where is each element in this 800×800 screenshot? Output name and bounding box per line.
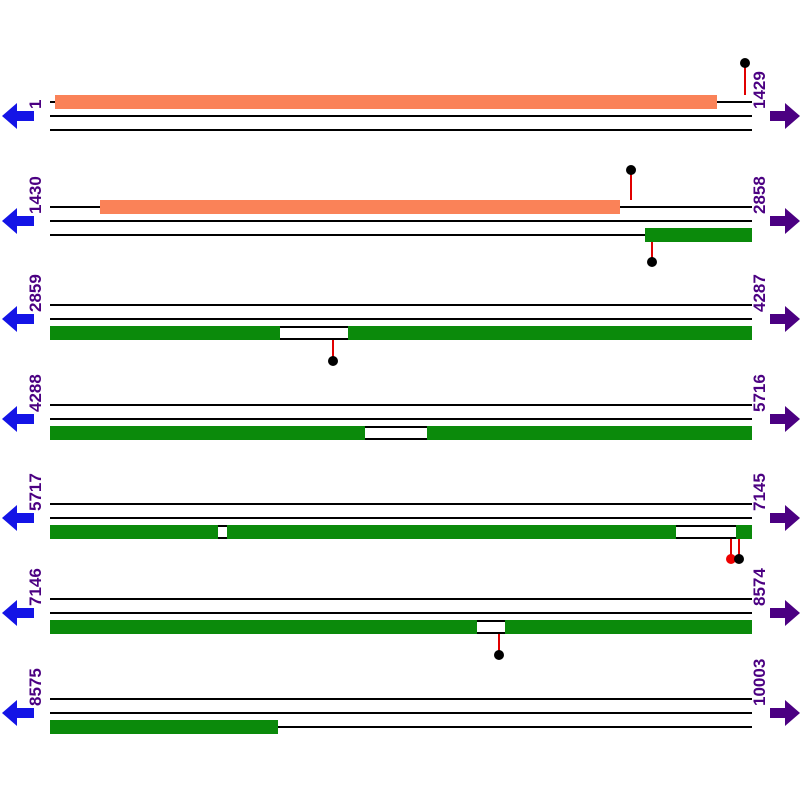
frame-baseline-2 — [50, 115, 752, 117]
feature-bar-green[interactable] — [50, 326, 752, 340]
marker-ball — [494, 650, 504, 660]
frame-baseline-2 — [50, 712, 752, 714]
right-arrow-head — [785, 600, 800, 626]
marker-stem — [738, 539, 740, 555]
feature-bar-green[interactable] — [50, 720, 278, 734]
left-arrow-head — [2, 600, 17, 626]
right-arrow-head — [785, 505, 800, 531]
marker-stem — [730, 539, 732, 555]
right-arrow-shaft — [770, 314, 787, 324]
left-arrow-shaft — [16, 608, 34, 618]
feature-gap — [280, 326, 348, 340]
marker-ball — [734, 554, 744, 564]
next-page-arrow[interactable] — [770, 103, 800, 129]
right-arrow-head — [785, 103, 800, 129]
marker-stem — [651, 242, 653, 258]
feature-bar-orange[interactable] — [100, 200, 620, 214]
previous-page-arrow[interactable] — [2, 600, 34, 626]
frame-baseline-2 — [50, 418, 752, 420]
left-arrow-head — [2, 208, 17, 234]
frame-baseline-2 — [50, 517, 752, 519]
previous-page-arrow[interactable] — [2, 208, 34, 234]
frame-baseline-2 — [50, 220, 752, 222]
frame-baseline-1 — [50, 304, 752, 306]
previous-page-arrow[interactable] — [2, 700, 34, 726]
row-end-coordinate: 4287 — [750, 274, 769, 312]
left-arrow-shaft — [16, 111, 34, 121]
left-arrow-shaft — [16, 708, 34, 718]
right-arrow-shaft — [770, 216, 787, 226]
marker-ball — [328, 356, 338, 366]
feature-gap — [218, 525, 227, 539]
right-arrow-head — [785, 700, 800, 726]
right-arrow-shaft — [770, 111, 787, 121]
previous-page-arrow[interactable] — [2, 103, 34, 129]
next-page-arrow[interactable] — [770, 505, 800, 531]
right-arrow-shaft — [770, 608, 787, 618]
marker-stem — [744, 67, 746, 95]
frame-baseline-1 — [50, 404, 752, 406]
feature-gap — [676, 525, 736, 539]
left-arrow-shaft — [16, 216, 34, 226]
marker-stem — [630, 174, 632, 200]
left-arrow-shaft — [16, 314, 34, 324]
feature-gap — [365, 426, 427, 440]
feature-bar-green[interactable] — [50, 525, 752, 539]
frame-baseline-3 — [50, 234, 752, 236]
frame-baseline-2 — [50, 612, 752, 614]
left-arrow-shaft — [16, 513, 34, 523]
feature-gap — [477, 620, 505, 634]
marker-ball — [726, 554, 736, 564]
frame-baseline-1 — [50, 698, 752, 700]
frame-baseline-1 — [50, 503, 752, 505]
right-arrow-head — [785, 306, 800, 332]
previous-page-arrow[interactable] — [2, 306, 34, 332]
right-arrow-shaft — [770, 513, 787, 523]
marker-stem — [498, 634, 500, 651]
marker-stem — [332, 340, 334, 357]
row-end-coordinate: 2858 — [750, 176, 769, 214]
next-page-arrow[interactable] — [770, 700, 800, 726]
row-end-coordinate: 10003 — [750, 658, 769, 706]
right-arrow-shaft — [770, 414, 787, 424]
right-arrow-head — [785, 208, 800, 234]
left-arrow-head — [2, 306, 17, 332]
next-page-arrow[interactable] — [770, 208, 800, 234]
frame-baseline-1 — [50, 598, 752, 600]
feature-bar-orange[interactable] — [55, 95, 717, 109]
next-page-arrow[interactable] — [770, 600, 800, 626]
next-page-arrow[interactable] — [770, 406, 800, 432]
left-arrow-head — [2, 505, 17, 531]
row-end-coordinate: 7145 — [750, 473, 769, 511]
frame-baseline-3 — [50, 726, 752, 728]
next-page-arrow[interactable] — [770, 306, 800, 332]
left-arrow-shaft — [16, 414, 34, 424]
marker-ball — [626, 165, 636, 175]
marker-ball — [647, 257, 657, 267]
feature-bar-green[interactable] — [645, 228, 752, 242]
left-arrow-head — [2, 103, 17, 129]
row-end-coordinate: 8574 — [750, 568, 769, 606]
left-arrow-head — [2, 406, 17, 432]
left-arrow-head — [2, 700, 17, 726]
frame-baseline-3 — [50, 129, 752, 131]
previous-page-arrow[interactable] — [2, 406, 34, 432]
frame-baseline-2 — [50, 318, 752, 320]
marker-ball — [740, 58, 750, 68]
right-arrow-shaft — [770, 708, 787, 718]
row-end-coordinate: 1429 — [750, 71, 769, 109]
previous-page-arrow[interactable] — [2, 505, 34, 531]
row-end-coordinate: 5716 — [750, 374, 769, 412]
feature-bar-green[interactable] — [50, 620, 752, 634]
right-arrow-head — [785, 406, 800, 432]
